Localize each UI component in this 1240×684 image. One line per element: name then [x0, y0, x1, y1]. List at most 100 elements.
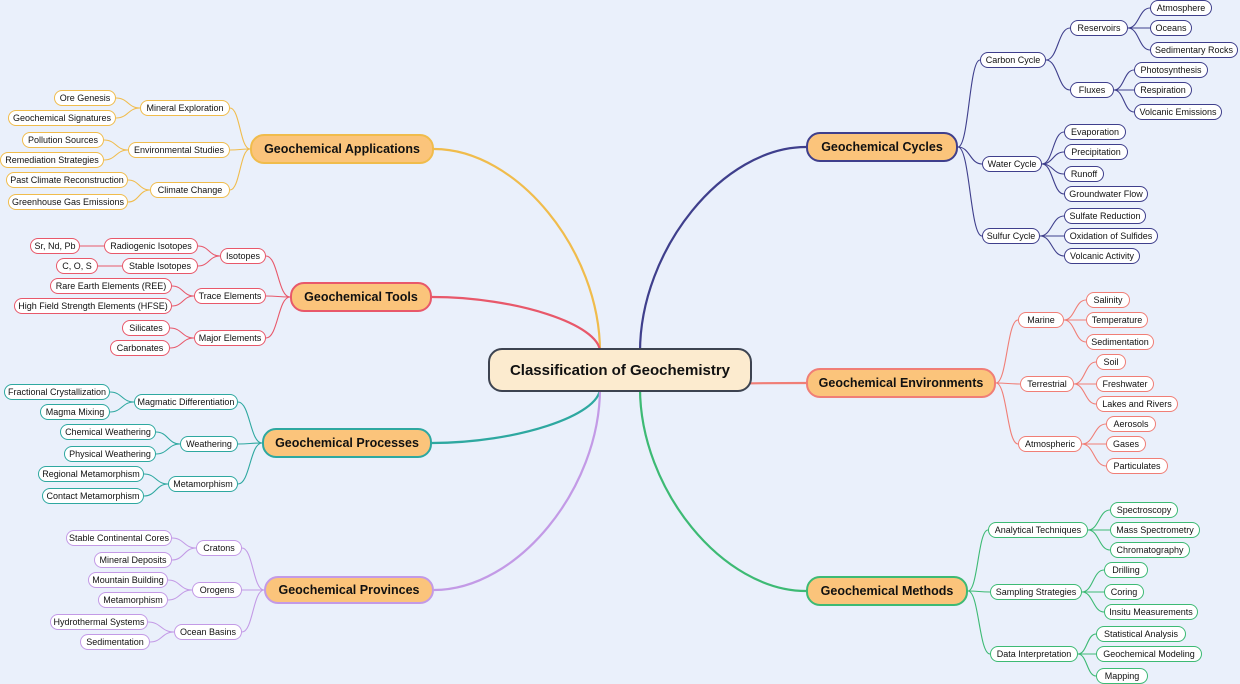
node-processes[interactable]: Geochemical Processes: [262, 428, 432, 458]
node-physw[interactable]: Physical Weathering: [64, 446, 156, 462]
node-applications[interactable]: Geochemical Applications: [250, 134, 434, 164]
node-gwflow[interactable]: Groundwater Flow: [1064, 186, 1148, 202]
node-weathering[interactable]: Weathering: [180, 436, 238, 452]
link-environments-terrestrial: [995, 382, 1021, 385]
node-env[interactable]: Environmental Studies: [128, 142, 230, 158]
node-iso_radio_leaf[interactable]: Sr, Nd, Pb: [30, 238, 80, 254]
link-metamorphism-regmet: [143, 473, 169, 485]
node-geomod[interactable]: Geochemical Modeling: [1096, 646, 1202, 662]
node-precip[interactable]: Precipitation: [1064, 144, 1128, 160]
node-runoff[interactable]: Runoff: [1064, 166, 1104, 182]
node-mindep[interactable]: Mineral Deposits: [94, 552, 172, 568]
node-sulfur[interactable]: Sulfur Cycle: [982, 228, 1040, 244]
node-marine[interactable]: Marine: [1018, 312, 1064, 328]
node-stat[interactable]: Statistical Analysis: [1096, 626, 1186, 642]
node-chemw[interactable]: Chemical Weathering: [60, 424, 156, 440]
node-isotopes[interactable]: Isotopes: [220, 248, 266, 264]
node-mapping[interactable]: Mapping: [1096, 668, 1148, 684]
node-evap[interactable]: Evaporation: [1064, 124, 1126, 140]
link-metamorphism-conmet: [143, 483, 169, 497]
node-sedim2[interactable]: Sedimentation: [80, 634, 150, 650]
node-mtnb[interactable]: Mountain Building: [88, 572, 168, 588]
node-lakes[interactable]: Lakes and Rivers: [1096, 396, 1178, 412]
node-spectro[interactable]: Spectroscopy: [1110, 502, 1178, 518]
node-analytical[interactable]: Analytical Techniques: [988, 522, 1088, 538]
node-temp[interactable]: Temperature: [1086, 312, 1148, 328]
link-center-cycles: [638, 145, 807, 353]
node-carbon[interactable]: Carbon Cycle: [980, 52, 1046, 68]
node-past[interactable]: Past Climate Reconstruction: [6, 172, 128, 188]
node-atmos[interactable]: Atmosphere: [1150, 0, 1212, 16]
node-insitu[interactable]: Insitu Measurements: [1104, 604, 1198, 620]
node-resp[interactable]: Respiration: [1134, 82, 1192, 98]
node-sulfred[interactable]: Sulfate Reduction: [1064, 208, 1146, 224]
node-climate[interactable]: Climate Change: [150, 182, 230, 198]
node-major[interactable]: Major Elements: [194, 330, 266, 346]
node-volcact[interactable]: Volcanic Activity: [1064, 248, 1140, 264]
node-metamorphism[interactable]: Metamorphism: [168, 476, 238, 492]
node-regmet[interactable]: Regional Metamorphism: [38, 466, 144, 482]
link-processes-metamorphism: [237, 442, 263, 485]
node-stablecc[interactable]: Stable Continental Cores: [66, 530, 172, 546]
node-iso_stable_leaf[interactable]: C, O, S: [56, 258, 98, 274]
node-oceanb[interactable]: Ocean Basins: [174, 624, 242, 640]
node-silicates[interactable]: Silicates: [122, 320, 170, 336]
link-center-methods: [638, 387, 807, 593]
node-conmet[interactable]: Contact Metamorphism: [42, 488, 144, 504]
node-orogens[interactable]: Orogens: [192, 582, 242, 598]
node-meta2[interactable]: Metamorphism: [98, 592, 168, 608]
node-partic[interactable]: Particulates: [1106, 458, 1168, 474]
node-stable[interactable]: Stable Isotopes: [122, 258, 198, 274]
node-oceans[interactable]: Oceans: [1150, 20, 1192, 36]
node-fluxes[interactable]: Fluxes: [1070, 82, 1114, 98]
node-soil[interactable]: Soil: [1096, 354, 1126, 370]
node-photo[interactable]: Photosynthesis: [1134, 62, 1208, 78]
link-marine-sedim: [1063, 319, 1087, 343]
node-gases[interactable]: Gases: [1106, 436, 1146, 452]
node-radio[interactable]: Radiogenic Isotopes: [104, 238, 198, 254]
node-cratons[interactable]: Cratons: [196, 540, 242, 556]
node-sedrocks[interactable]: Sedimentary Rocks: [1150, 42, 1238, 58]
node-remed[interactable]: Remediation Strategies: [0, 152, 104, 168]
node-center[interactable]: Classification of Geochemistry: [488, 348, 752, 392]
node-salinity[interactable]: Salinity: [1086, 292, 1130, 308]
node-terrestrial[interactable]: Terrestrial: [1020, 376, 1074, 392]
node-coring[interactable]: Coring: [1104, 584, 1144, 600]
node-cycles[interactable]: Geochemical Cycles: [806, 132, 958, 162]
node-sig[interactable]: Geochemical Signatures: [8, 110, 116, 126]
node-provinces[interactable]: Geochemical Provinces: [264, 576, 434, 604]
node-sampling[interactable]: Sampling Strategies: [990, 584, 1082, 600]
link-center-applications: [433, 147, 602, 353]
node-methods[interactable]: Geochemical Methods: [806, 576, 968, 606]
node-sedim[interactable]: Sedimentation: [1086, 334, 1154, 350]
node-oxsulf[interactable]: Oxidation of Sulfides: [1064, 228, 1158, 244]
node-hfse[interactable]: High Field Strength Elements (HFSE): [14, 298, 172, 314]
node-chromato[interactable]: Chromatography: [1110, 542, 1190, 558]
node-fresh[interactable]: Freshwater: [1096, 376, 1154, 392]
node-aero[interactable]: Aerosols: [1106, 416, 1156, 432]
link-isotopes-radio: [197, 245, 221, 257]
node-trace[interactable]: Trace Elements: [194, 288, 266, 304]
node-tools[interactable]: Geochemical Tools: [290, 282, 432, 312]
link-center-provinces: [433, 387, 602, 592]
node-ore[interactable]: Ore Genesis: [54, 90, 116, 106]
node-poll[interactable]: Pollution Sources: [22, 132, 104, 148]
node-ree[interactable]: Rare Earth Elements (REE): [50, 278, 172, 294]
node-magdiff[interactable]: Magmatic Differentiation: [134, 394, 238, 410]
node-ghg[interactable]: Greenhouse Gas Emissions: [8, 194, 128, 210]
node-fraccry[interactable]: Fractional Crystallization: [4, 384, 110, 400]
node-water[interactable]: Water Cycle: [982, 156, 1042, 172]
node-volcem[interactable]: Volcanic Emissions: [1134, 104, 1222, 120]
node-hydro[interactable]: Hydrothermal Systems: [50, 614, 148, 630]
link-env-poll: [103, 139, 129, 151]
node-datainterp[interactable]: Data Interpretation: [990, 646, 1078, 662]
node-drilling[interactable]: Drilling: [1104, 562, 1148, 578]
node-atmospheric[interactable]: Atmospheric: [1018, 436, 1082, 452]
node-carbonates[interactable]: Carbonates: [110, 340, 170, 356]
node-magmix[interactable]: Magma Mixing: [40, 404, 110, 420]
node-mineral[interactable]: Mineral Exploration: [140, 100, 230, 116]
node-environments[interactable]: Geochemical Environments: [806, 368, 996, 398]
node-reservoirs[interactable]: Reservoirs: [1070, 20, 1128, 36]
link-sampling-drilling: [1081, 569, 1105, 593]
node-massspec[interactable]: Mass Spectrometry: [1110, 522, 1200, 538]
